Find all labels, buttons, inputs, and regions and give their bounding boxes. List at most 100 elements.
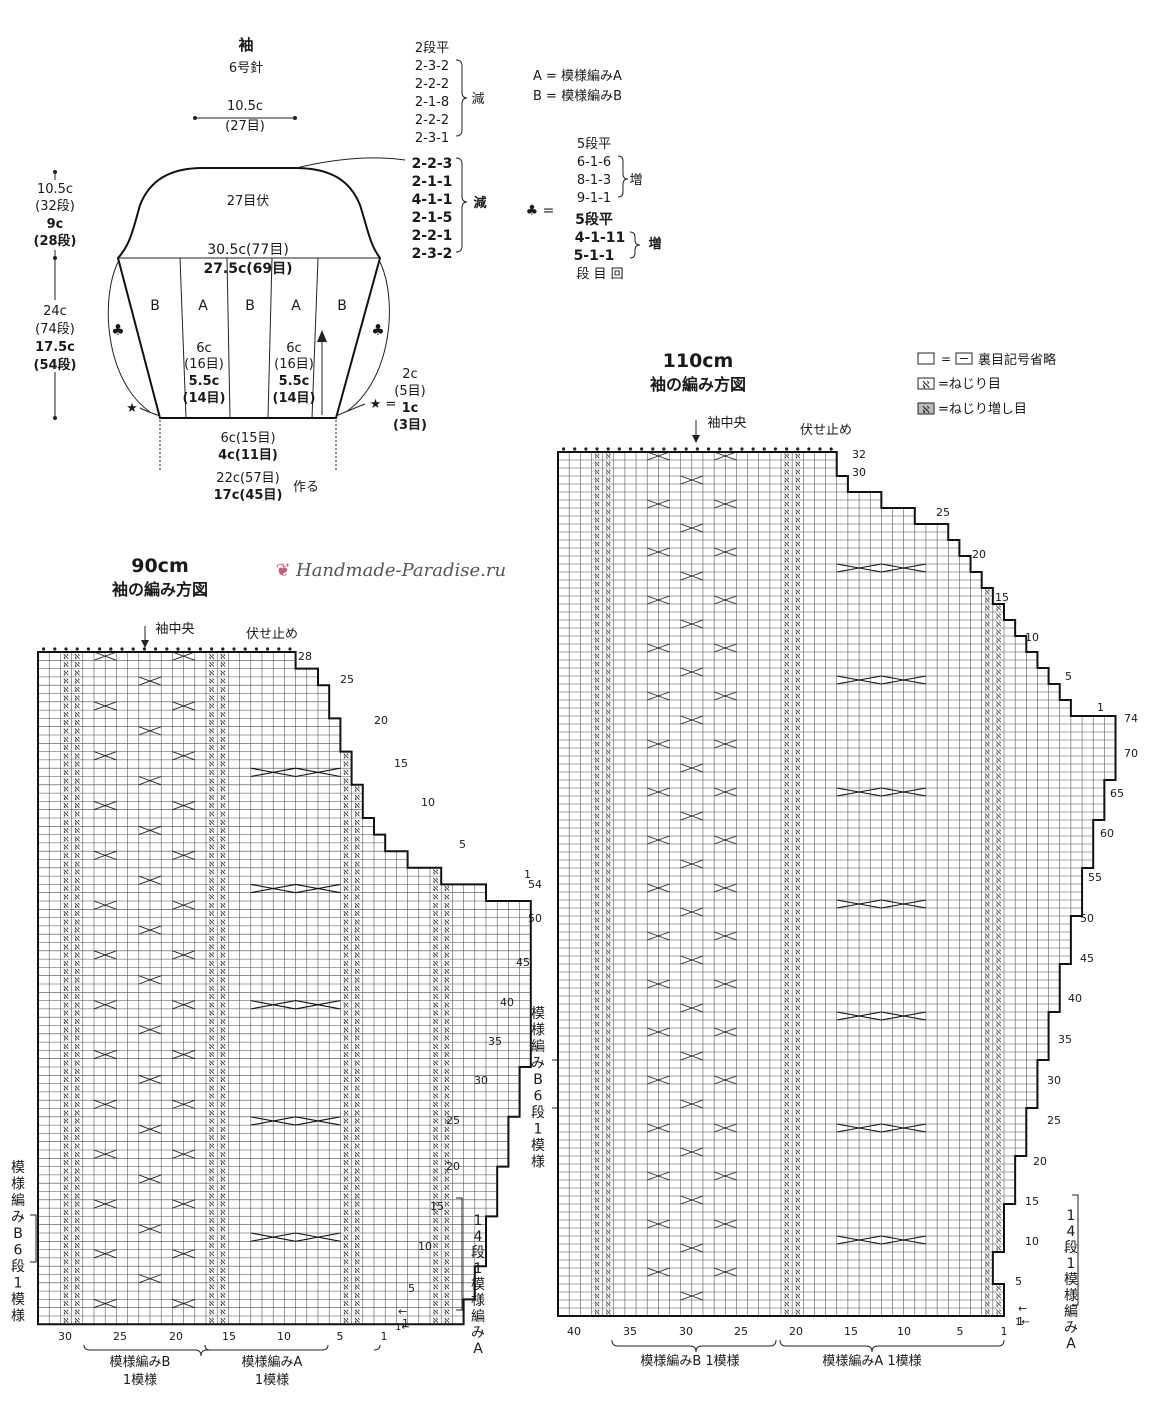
bindoff-dot: [221, 647, 225, 651]
twisted-stitch-icon: ℵ: [63, 876, 69, 885]
twisted-stitch-icon: ℵ: [63, 951, 69, 960]
body-height: (74段): [35, 322, 75, 337]
twisted-stitch-icon: ℵ: [209, 1117, 215, 1126]
top-width: 10.5c: [227, 99, 263, 114]
twisted-stitch-icon: ℵ: [433, 984, 439, 993]
bottom-width-a: 22c(57目): [216, 471, 279, 486]
row-number: 30: [474, 1074, 488, 1087]
twisted-stitch-icon: ℵ: [354, 1117, 360, 1126]
twisted-stitch-icon: ℵ: [444, 917, 450, 926]
twisted-stitch-icon: ℵ: [74, 768, 80, 777]
side-label-char: 1: [474, 1261, 483, 1277]
twisted-stitch-icon: ℵ: [343, 893, 349, 902]
star-bracket: [335, 403, 366, 417]
side-label-char: 4: [474, 1229, 483, 1245]
twisted-stitch-icon: ℵ: [220, 1125, 226, 1134]
twisted-stitch-icon: ℵ: [63, 917, 69, 926]
twisted-stitch-icon: ℵ: [74, 851, 80, 860]
twisted-stitch-icon: ℵ: [209, 1133, 215, 1142]
twisted-stitch-icon: ℵ: [63, 942, 69, 951]
cross-stitch-icon: [138, 1274, 162, 1284]
twisted-stitch-icon: ℵ: [354, 793, 360, 802]
inc-label: 増: [629, 173, 642, 188]
twisted-stitch-icon: ℵ: [220, 1067, 226, 1076]
twisted-stitch-icon: ℵ: [220, 876, 226, 885]
sleeve-outline: [116, 167, 382, 419]
twisted-stitch-icon: ℵ: [444, 1025, 450, 1034]
twisted-stitch-icon: ℵ: [220, 1083, 226, 1092]
twisted-stitch-icon: ℵ: [444, 1241, 450, 1250]
cable-cross-icon: [250, 883, 296, 894]
twisted-stitch-icon: ℵ: [209, 668, 215, 677]
twisted-stitch-icon: ℵ: [63, 1308, 69, 1317]
twisted-stitch-icon: ℵ: [220, 1117, 226, 1126]
bindoff-dot: [187, 647, 191, 651]
twisted-stitch-icon: ℵ: [63, 1266, 69, 1275]
twisted-stitch-icon: ℵ: [220, 1183, 226, 1192]
twisted-stitch-icon: ℵ: [220, 1233, 226, 1242]
bindoff-dot: [176, 647, 180, 651]
watermark: ❦ Handmade-Paradise.ru: [275, 560, 506, 581]
body-height: 17.5c: [35, 340, 75, 355]
cross-stitch-icon: [93, 1049, 117, 1060]
twisted-stitch-icon: ℵ: [74, 859, 80, 868]
twisted-stitch-icon: ℵ: [220, 677, 226, 686]
twisted-stitch-icon: ℵ: [74, 917, 80, 926]
twisted-stitch-icon: ℵ: [74, 718, 80, 727]
twisted-stitch-icon: ℵ: [433, 917, 439, 926]
cap-height: 9c: [47, 217, 64, 232]
twisted-stitch-icon: ℵ: [343, 1225, 349, 1234]
twisted-stitch-icon: ℵ: [63, 718, 69, 727]
panel-label: A: [198, 298, 208, 314]
twisted-stitch-icon: ℵ: [220, 851, 226, 860]
twisted-stitch-icon: ℵ: [343, 976, 349, 985]
club-bracket: [345, 261, 390, 413]
twisted-stitch-icon: ℵ: [343, 851, 349, 860]
twisted-stitch-icon: ℵ: [220, 934, 226, 943]
twisted-stitch-icon: ℵ: [63, 826, 69, 835]
twisted-stitch-icon: ℵ: [74, 1291, 80, 1300]
cross-stitch-icon: [93, 1000, 117, 1010]
inc-step: 8-1-3: [577, 173, 611, 188]
twisted-stitch-icon: ℵ: [209, 801, 215, 810]
twisted-stitch-icon: ℵ: [209, 1258, 215, 1267]
twisted-stitch-icon: ℵ: [74, 992, 80, 1001]
twisted-stitch-icon: ℵ: [74, 1092, 80, 1101]
dec-step: 2-1-8: [415, 95, 449, 110]
twisted-stitch-icon: ℵ: [220, 1034, 226, 1043]
twisted-stitch-icon: ℵ: [433, 1249, 439, 1258]
twisted-stitch-icon: ℵ: [209, 1191, 215, 1200]
row-number: 54: [528, 878, 542, 891]
side-label-char: 段: [11, 1259, 25, 1275]
twisted-stitch-icon: ℵ: [209, 1316, 215, 1325]
cross-stitch-icon: [172, 651, 195, 661]
twisted-stitch-icon: ℵ: [74, 1308, 80, 1317]
twisted-stitch-icon: ℵ: [209, 1158, 215, 1167]
twisted-stitch-icon: ℵ: [354, 1075, 360, 1084]
twisted-stitch-icon: ℵ: [343, 768, 349, 777]
twisted-stitch-icon: ℵ: [433, 1150, 439, 1159]
side-label-char: B: [13, 1226, 23, 1242]
twisted-stitch-icon: ℵ: [343, 1308, 349, 1317]
twisted-stitch-icon: ℵ: [74, 1042, 80, 1051]
twisted-stitch-icon: ℵ: [343, 1316, 349, 1325]
twisted-stitch-icon: ℵ: [444, 1299, 450, 1308]
twisted-stitch-icon: ℵ: [209, 967, 215, 976]
twisted-stitch-icon: ℵ: [74, 1299, 80, 1308]
cross-stitch-icon: [93, 850, 117, 860]
twisted-stitch-icon: ℵ: [74, 884, 80, 893]
chart90-center-label: 袖中央: [155, 622, 194, 637]
twisted-stitch-icon: ℵ: [63, 1241, 69, 1250]
twisted-stitch-icon: ℵ: [74, 785, 80, 794]
twisted-stitch-icon: ℵ: [209, 751, 215, 760]
twisted-stitch-icon: ℵ: [63, 677, 69, 686]
twisted-inc-icon: ℵ: [922, 405, 930, 416]
chart110-bindoff-label: 伏せ止め: [800, 423, 852, 438]
twisted-stitch-icon: ℵ: [433, 1208, 439, 1217]
twisted-stitch-icon: ℵ: [444, 1283, 450, 1292]
twisted-stitch-icon: ℵ: [433, 1059, 439, 1068]
twisted-stitch-icon: ℵ: [209, 984, 215, 993]
twisted-stitch-icon: ℵ: [74, 1316, 80, 1325]
twisted-stitch-icon: ℵ: [444, 926, 450, 935]
twisted-stitch-icon: ℵ: [220, 702, 226, 711]
